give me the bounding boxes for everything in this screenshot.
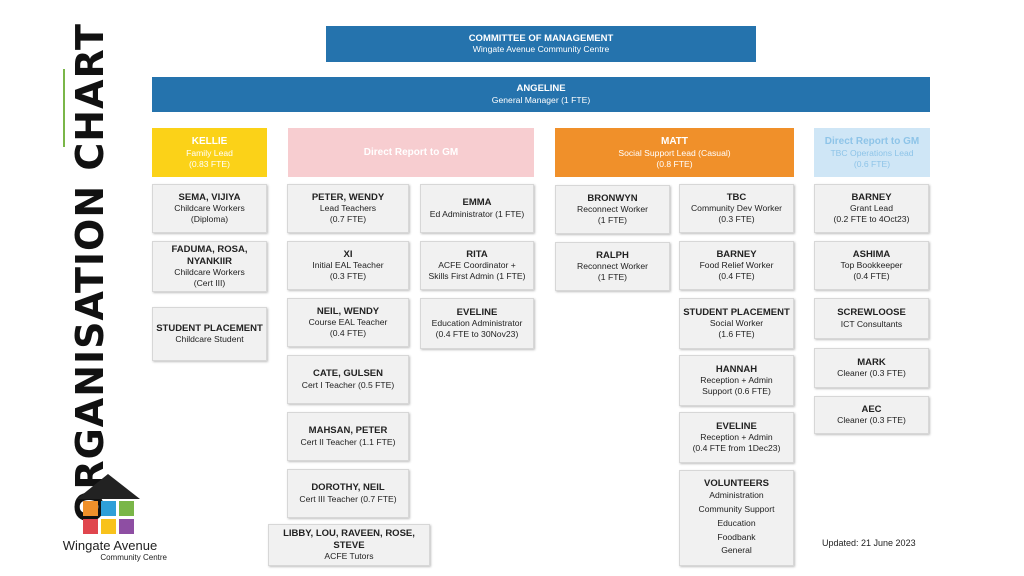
staff-card: FADUMA, ROSA, NYANKIIR Childcare Workers… xyxy=(152,241,267,292)
staff-card: TBC Community Dev Worker (0.3 FTE) xyxy=(679,184,794,233)
staff-card: AEC Cleaner (0.3 FTE) xyxy=(814,396,929,434)
staff-card: NEIL, WENDY Course EAL Teacher (0.4 FTE) xyxy=(287,298,409,347)
staff-card: BARNEY Grant Lead (0.2 FTE to 4Oct23) xyxy=(814,184,929,233)
logo-square xyxy=(101,501,116,516)
head-kellie: KELLIE Family Lead (0.83 FTE) xyxy=(152,128,267,177)
staff-card: PETER, WENDY Lead Teachers (0.7 FTE) xyxy=(287,184,409,233)
logo-square xyxy=(101,519,116,534)
head-name: Direct Report to GM xyxy=(824,135,920,147)
staff-card: MAHSAN, PETER Cert II Teacher (1.1 FTE) xyxy=(287,412,409,461)
title-wrapper: ORGANISATION CHART xyxy=(60,23,120,523)
staff-card: STUDENT PLACEMENT Social Worker (1.6 FTE… xyxy=(679,298,794,349)
committee-name: COMMITTEE OF MANAGEMENT xyxy=(468,32,614,44)
staff-card: EVELINE Education Administrator (0.4 FTE… xyxy=(420,298,534,349)
staff-card: SEMA, VIJIYA Childcare Workers (Diploma) xyxy=(152,184,267,233)
head-role: TBC Operations Lead (0.6 FTE) xyxy=(830,147,914,169)
staff-card: ASHIMA Top Bookkeeper (0.4 FTE) xyxy=(814,241,929,290)
head-direct-report: Direct Report to GM xyxy=(288,128,534,177)
title-accent-line xyxy=(63,69,65,147)
logo-square xyxy=(119,501,134,516)
logo-square xyxy=(119,519,134,534)
committee-role: Wingate Avenue Community Centre xyxy=(472,44,610,55)
logo-name: Wingate Avenue xyxy=(62,538,158,553)
staff-card: DOROTHY, NEIL Cert III Teacher (0.7 FTE) xyxy=(287,469,409,518)
staff-card: EVELINE Reception + Admin (0.4 FTE from … xyxy=(679,412,794,463)
staff-card: MARK Cleaner (0.3 FTE) xyxy=(814,348,929,388)
committee-box: COMMITTEE OF MANAGEMENT Wingate Avenue C… xyxy=(326,26,756,62)
page-title: ORGANISATION CHART xyxy=(68,23,112,523)
logo-square xyxy=(83,501,98,516)
staff-card: RALPH Reconnect Worker (1 FTE) xyxy=(555,242,670,291)
logo-roof xyxy=(77,474,140,499)
staff-card: XI Initial EAL Teacher (0.3 FTE) xyxy=(287,241,409,290)
staff-card: EMMA Ed Administrator (1 FTE) xyxy=(420,184,534,233)
head-matt: MATT Social Support Lead (Casual) (0.8 F… xyxy=(555,128,794,177)
house-logo-icon xyxy=(77,474,140,534)
gm-name: ANGELINE xyxy=(516,83,566,95)
staff-card: LIBBY, LOU, RAVEEN, ROSE, STEVE ACFE Tut… xyxy=(268,524,430,566)
gm-box: ANGELINE General Manager (1 FTE) xyxy=(152,77,930,112)
head-name: Direct Report to GM xyxy=(363,146,459,158)
staff-card: RITA ACFE Coordinator + Skills First Adm… xyxy=(420,241,534,290)
staff-card: VOLUNTEERS Administration Community Supp… xyxy=(679,470,794,566)
head-name: MATT xyxy=(660,135,689,147)
staff-card: HANNAH Reception + Admin Support (0.6 FT… xyxy=(679,355,794,406)
head-role: Family Lead (0.83 FTE) xyxy=(186,147,233,169)
logo-subtitle: Community Centre xyxy=(100,553,167,562)
staff-card: SCREWLOOSE ICT Consultants xyxy=(814,298,929,339)
staff-card: BRONWYN Reconnect Worker (1 FTE) xyxy=(555,185,670,234)
staff-card: CATE, GULSEN Cert I Teacher (0.5 FTE) xyxy=(287,355,409,404)
head-role: Social Support Lead (Casual) (0.8 FTE) xyxy=(618,147,731,169)
logo-square xyxy=(83,519,98,534)
head-operations: Direct Report to GM TBC Operations Lead … xyxy=(814,128,930,177)
staff-card: BARNEY Food Relief Worker (0.4 FTE) xyxy=(679,241,794,290)
gm-role: General Manager (1 FTE) xyxy=(491,94,591,105)
updated-date: Updated: 21 June 2023 xyxy=(822,538,916,548)
staff-card: STUDENT PLACEMENT Childcare Student xyxy=(152,307,267,361)
head-name: KELLIE xyxy=(191,135,228,147)
